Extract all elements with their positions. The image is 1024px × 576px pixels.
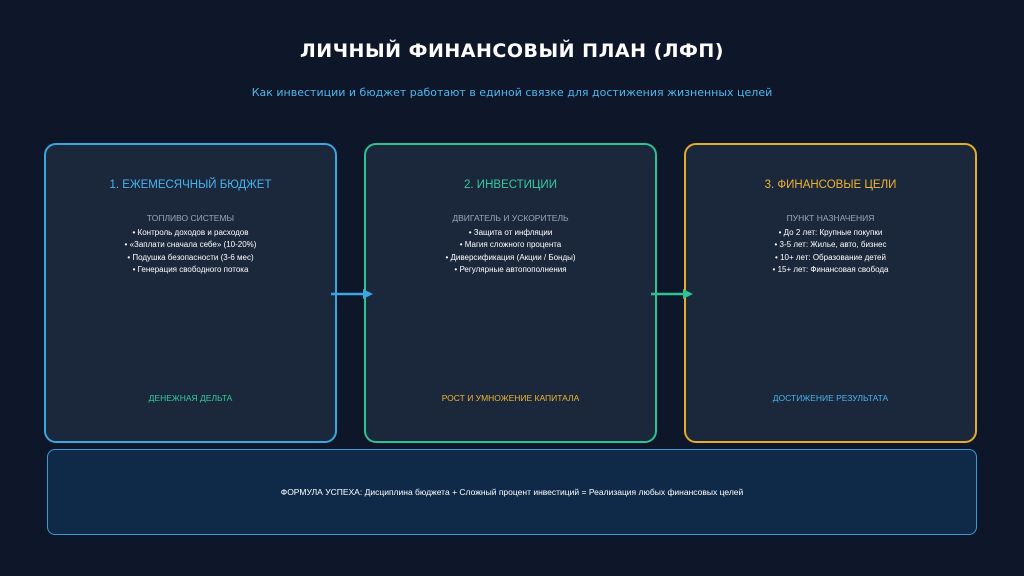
list-item: 10+ лет: Образование детей <box>686 252 975 264</box>
card-footer: ДОСТИЖЕНИЕ РЕЗУЛЬТАТА <box>772 393 889 403</box>
page-title: ЛИЧНЫЙ ФИНАНСОВЫЙ ПЛАН (ЛФП) <box>300 40 724 62</box>
list-item: Регулярные автопополнения <box>366 264 655 276</box>
card-item-list: Защита от инфляции Магия сложного процен… <box>366 227 655 276</box>
card-financial-goals: 3. ФИНАНСОВЫЕ ЦЕЛИ ПУНКТ НАЗНАЧЕНИЯ До 2… <box>684 143 977 443</box>
arrow-head <box>683 289 693 299</box>
card-subtitle: ТОПЛИВО СИСТЕМЫ <box>146 213 235 223</box>
list-item: «Заплати сначала себе» (10-20%) <box>46 239 335 251</box>
list-item: Диверсификация (Акции / Бонды) <box>366 252 655 264</box>
card-title: 3. ФИНАНСОВЫЕ ЦЕЛИ <box>764 179 897 191</box>
success-formula-box: ФОРМУЛА УСПЕХА: Дисциплина бюджета + Сло… <box>47 449 977 535</box>
success-formula-text: ФОРМУЛА УСПЕХА: Дисциплина бюджета + Сло… <box>280 487 744 497</box>
card-title: 2. ИНВЕСТИЦИИ <box>464 179 557 191</box>
page-subtitle: Как инвестиции и бюджет работают в едино… <box>251 86 773 99</box>
card-monthly-budget: 1. ЕЖЕМЕСЯЧНЫЙ БЮДЖЕТ ТОПЛИВО СИСТЕМЫ Ко… <box>44 143 337 443</box>
card-footer: ДЕНЕЖНАЯ ДЕЛЬТА <box>148 393 233 403</box>
card-subtitle: ПУНКТ НАЗНАЧЕНИЯ <box>786 213 875 223</box>
arrow-right-icon <box>331 289 373 299</box>
card-title: 1. ЕЖЕМЕСЯЧНЫЙ БЮДЖЕТ <box>109 179 272 191</box>
list-item: Магия сложного процента <box>366 239 655 251</box>
card-footer: РОСТ И УМНОЖЕНИЕ КАПИТАЛА <box>441 393 580 403</box>
list-item: 15+ лет: Финансовая свобода <box>686 264 975 276</box>
card-investments: 2. ИНВЕСТИЦИИ ДВИГАТЕЛЬ И УСКОРИТЕЛЬ Защ… <box>364 143 657 443</box>
list-item: Генерация свободного потока <box>46 264 335 276</box>
card-item-list: Контроль доходов и расходов «Заплати сна… <box>46 227 335 276</box>
card-item-list: До 2 лет: Крупные покупки 3-5 лет: Жилье… <box>686 227 975 276</box>
list-item: Защита от инфляции <box>366 227 655 239</box>
list-item: 3-5 лет: Жилье, авто, бизнес <box>686 239 975 251</box>
list-item: Контроль доходов и расходов <box>46 227 335 239</box>
list-item: До 2 лет: Крупные покупки <box>686 227 975 239</box>
card-subtitle: ДВИГАТЕЛЬ И УСКОРИТЕЛЬ <box>452 213 569 223</box>
arrow-head <box>363 289 373 299</box>
arrow-right-icon <box>651 289 693 299</box>
list-item: Подушка безопасности (3-6 мес) <box>46 252 335 264</box>
